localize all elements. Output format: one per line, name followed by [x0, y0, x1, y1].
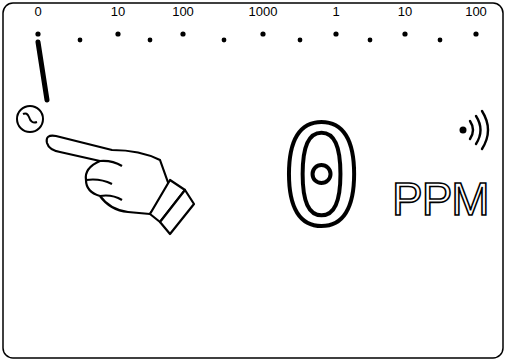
scale-label: 1000 — [249, 5, 278, 18]
scale-label: 10 — [111, 5, 125, 18]
scale-label: 0 — [34, 5, 41, 18]
reading-digit: 0 — [280, 108, 363, 246]
clock-icon — [17, 106, 43, 132]
needle-bar — [38, 42, 47, 100]
scale-label: 1 — [332, 5, 339, 18]
display-frame — [3, 3, 503, 358]
scale-label: 100 — [465, 5, 487, 18]
unit-label: PPM — [392, 176, 489, 222]
scale-dots — [35, 31, 478, 42]
scale-label: 100 — [172, 5, 194, 18]
scale-label: 10 — [398, 5, 412, 18]
wireless-icon — [460, 111, 489, 149]
pointing-hand — [47, 136, 194, 234]
